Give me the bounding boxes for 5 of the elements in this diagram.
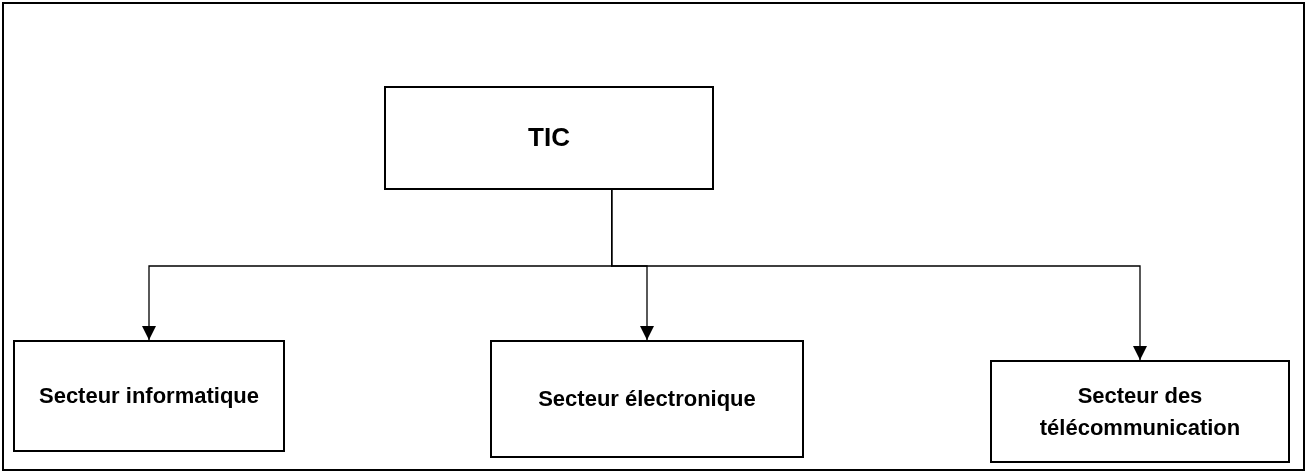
process-box: Secteur électronique (490, 340, 804, 458)
process-box: Secteur informatique (13, 340, 285, 452)
arrow (611, 189, 1147, 361)
process-box: Secteur des télécommunication (990, 360, 1290, 463)
process-box: TIC (384, 86, 714, 190)
